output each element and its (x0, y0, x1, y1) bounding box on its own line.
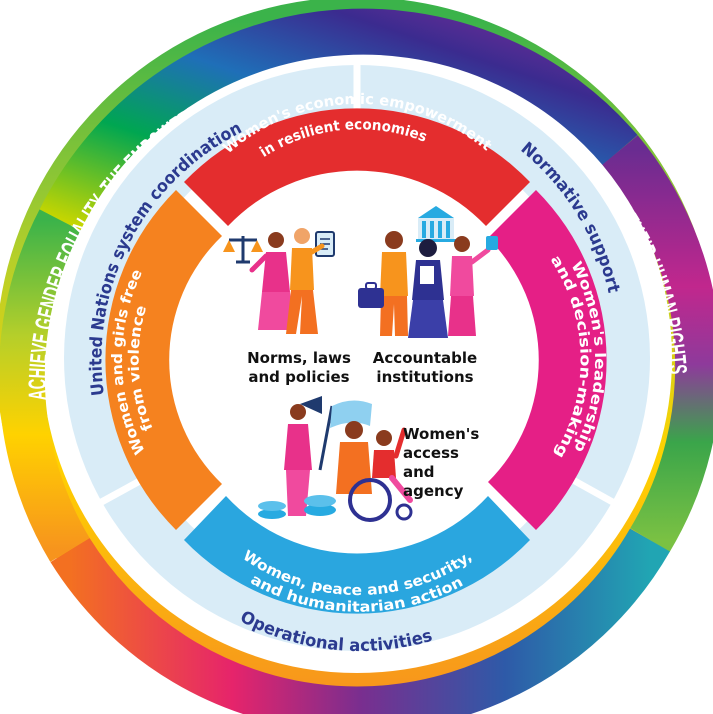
wheelchair-user-icon (348, 427, 413, 522)
coin-stack-icon (258, 495, 336, 519)
woman-figure-navy (408, 239, 448, 338)
norms-illustration (223, 228, 335, 334)
woman-figure-pink-right (448, 236, 491, 336)
phone-icon (486, 236, 498, 250)
document-icon (315, 231, 335, 257)
megaphone-icon (300, 396, 322, 414)
access-label-line3: and (403, 463, 435, 481)
institutions-label-line1: Accountable (372, 349, 478, 367)
briefcase-icon (358, 282, 384, 308)
segment-free-from-violence (105, 190, 222, 530)
norms-label-line2: and policies (248, 368, 350, 386)
man-figure-orange (380, 231, 408, 336)
segment-peace-security (184, 496, 530, 614)
norms-label-line1: Norms, laws (247, 349, 351, 367)
access-illustration (258, 396, 413, 522)
institution-building-icon (416, 206, 456, 242)
woman-figure-orange (286, 228, 325, 334)
institutions-illustration (358, 206, 498, 338)
norms-label: Norms, laws and policies (240, 349, 358, 387)
flag-icon (318, 400, 372, 471)
woman-figure-megaphone (284, 404, 312, 516)
scales-icon (223, 236, 263, 264)
institutions-label: Accountable institutions (366, 349, 484, 387)
segment-economic-empowerment (184, 108, 530, 226)
woman-figure-pink (249, 232, 294, 330)
access-label-line4: agency (403, 482, 464, 500)
institutions-label-line2: institutions (376, 368, 474, 386)
access-label: Women's access and agency (403, 425, 503, 501)
access-label-line1: Women's (403, 425, 480, 443)
access-label-line2: access (403, 444, 459, 462)
segment-leadership (488, 190, 607, 530)
